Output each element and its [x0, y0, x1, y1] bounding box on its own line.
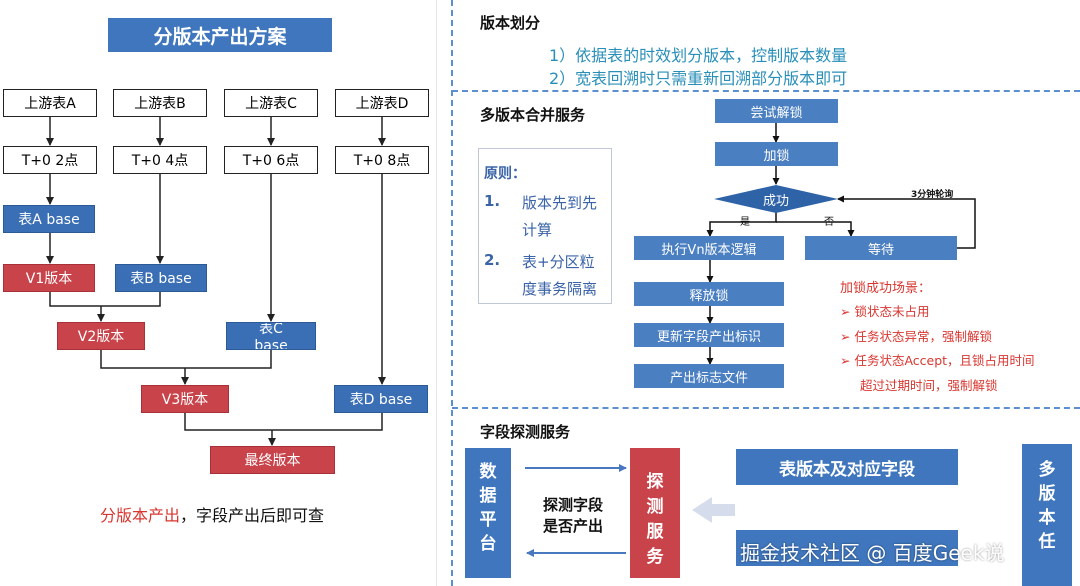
scenario-1-text: 锁状态未占用	[854, 304, 930, 319]
probe-question-1: 探测字段	[543, 496, 604, 514]
multi-version-label: 多版本任	[1038, 460, 1056, 552]
table-d-base: 表D base	[334, 385, 428, 413]
left-title: 分版本产出方案	[108, 18, 332, 52]
watermark: 掘金技术社区 @ 百度Geek说	[740, 541, 1005, 565]
left-caption: 分版本产出，字段产出后即可查	[100, 502, 324, 526]
hidden-box	[736, 530, 958, 566]
flow-wait: 等待	[805, 236, 957, 260]
arrow-bullet-icon: ➢	[840, 353, 855, 368]
principle-1-line2: 计算	[522, 221, 553, 239]
flow-update: 更新字段产出标识	[634, 323, 784, 347]
divider-2	[452, 407, 1080, 409]
final-version: 最终版本	[210, 446, 335, 474]
scenario-3: ➢ 任务状态Accept，且锁占用时间	[840, 350, 1035, 369]
source-a: 上游表A	[3, 89, 97, 117]
source-b: 上游表B	[113, 89, 207, 117]
section1-line2: 2）宽表回溯时只需重新回溯部分版本即可	[549, 69, 848, 88]
merge-v2	[49, 292, 161, 307]
time-b: T+0 4点	[113, 146, 207, 174]
scenario-2: ➢ 任务状态异常，强制解锁	[840, 326, 992, 345]
scenario-1: ➢ 锁状态未占用	[840, 301, 929, 320]
left-connectors	[46, 117, 386, 446]
principle-box	[478, 148, 612, 304]
flow-lock: 加锁	[715, 142, 838, 166]
vertical-divider	[451, 0, 453, 586]
principle-1-line1: 版本先到先	[522, 194, 598, 212]
flow-yes: 是	[740, 217, 750, 228]
principle-1-num: 1.	[484, 192, 501, 210]
time-a: T+0 2点	[3, 146, 97, 174]
probe-question-2: 是否产出	[543, 517, 604, 535]
probe-service-box	[630, 448, 680, 578]
flow-exec: 执行Vn版本逻辑	[634, 236, 784, 260]
pull-arrow	[692, 497, 735, 523]
arrow-bullet-icon: ➢	[840, 329, 855, 344]
data-platform-box	[465, 448, 511, 578]
scenarios-title: 加锁成功场景：	[840, 281, 932, 296]
table-c-base-label: 表C base	[254, 322, 288, 350]
scenario-4: 超过过期时间，强制解锁	[860, 378, 998, 393]
section2-title: 多版本合并服务	[480, 106, 586, 124]
principle-2-line1: 表+分区粒	[522, 253, 595, 271]
success-diamond	[714, 185, 838, 213]
flow-release: 释放锁	[634, 282, 784, 306]
table-fields-box: 表版本及对应字段	[736, 449, 958, 485]
flow-loop	[837, 195, 976, 249]
flow-branch	[706, 212, 777, 237]
time-d: T+0 8点	[335, 146, 429, 174]
flow-success: 成功	[762, 193, 789, 209]
principle-title: 原则：	[484, 166, 526, 182]
principle-2-num: 2.	[484, 251, 501, 269]
probe-service-label: 探测服务	[646, 472, 664, 567]
divider-1	[452, 90, 1080, 92]
multi-version-box	[1022, 444, 1072, 586]
section1-line1: 1）依据表的时效划分版本，控制版本数量	[549, 46, 848, 65]
data-platform-label: 数据平台	[479, 462, 497, 554]
flow-branch-no	[776, 221, 855, 237]
scenario-3-text: 任务状态Accept，且锁占用时间	[854, 353, 1035, 368]
section1-title: 版本划分	[480, 14, 541, 32]
flow-poll: 3分钟轮询	[911, 190, 954, 200]
principle-2-line2: 度事务隔离	[522, 280, 598, 298]
left-panel	[0, 0, 437, 586]
source-c: 上游表C	[224, 89, 318, 117]
merge-v3	[100, 350, 272, 369]
flow-try-unlock: 尝试解锁	[715, 99, 838, 123]
table-c-base: 表C base	[226, 322, 316, 350]
scenario-2-text: 任务状态异常，强制解锁	[854, 329, 992, 344]
flow-output: 产出标志文件	[634, 364, 784, 388]
v1-version: V1版本	[3, 264, 95, 292]
table-b-base: 表B base	[115, 264, 207, 292]
merge-final	[184, 413, 383, 431]
flow-no: 否	[824, 217, 834, 228]
time-c: T+0 6点	[224, 146, 318, 174]
caption-highlight: 分版本产出	[100, 506, 181, 525]
section3-title: 字段探测服务	[480, 423, 571, 441]
v3-version: V3版本	[141, 385, 229, 413]
table-a-base: 表A base	[3, 205, 95, 233]
arrow-bullet-icon: ➢	[840, 304, 855, 319]
v2-version: V2版本	[57, 322, 145, 350]
source-d: 上游表D	[335, 89, 429, 117]
caption-rest: ，字段产出后即可查	[180, 506, 325, 525]
